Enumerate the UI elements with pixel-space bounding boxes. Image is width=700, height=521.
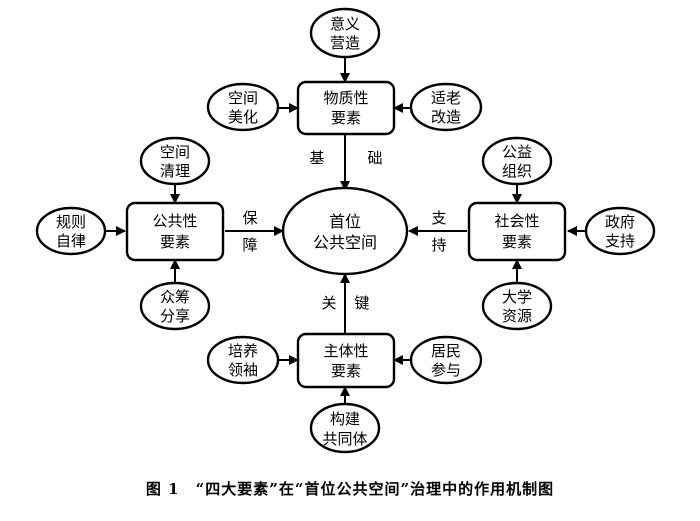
factor-top_right: 适老 改造 (409, 82, 483, 132)
factor-right_bottom: 大学 资源 (481, 281, 553, 331)
factor-left_left: 规则 自律 (35, 206, 107, 256)
factor-right_right-line-1: 政府 (605, 213, 635, 231)
element-top-line-1: 物质性 (323, 89, 368, 107)
edge-label-left-1: 保 (242, 209, 257, 227)
figure-caption: 图 1 “四大要素”在“首位公共空间”治理中的作用机制图 (145, 480, 555, 498)
center-line-2: 公共空间 (313, 233, 377, 252)
factor-top_left-line-1: 空间 (228, 89, 258, 107)
factor-left_top-line-1: 空间 (160, 143, 190, 161)
edge-label-right-2: 持 (431, 236, 446, 254)
factor-bottom_left-line-2: 领袖 (228, 361, 258, 379)
factor-left_bottom-line-2: 分享 (160, 307, 190, 325)
factor-bottom_right-line-1: 居民 (431, 342, 461, 360)
factor-left_left-line-2: 自律 (56, 232, 86, 250)
element-bottom: 主体性 要素 (296, 332, 396, 389)
element-right: 社会性 要素 (467, 201, 567, 262)
edge-label-bottom-1: 关 (321, 294, 336, 312)
factor-top_right-line-1: 适老 (431, 89, 461, 107)
factor-bottom_bottom-line-2: 共同体 (322, 430, 367, 448)
factor-right_right: 政府 支持 (584, 206, 656, 256)
factor-left_bottom: 众筹 分享 (139, 281, 211, 331)
factor-right_bottom-line-2: 资源 (502, 307, 532, 325)
element-left: 公共性 要素 (125, 201, 225, 262)
element-left-line-1: 公共性 (152, 212, 197, 230)
center-line-1: 首位 (329, 212, 361, 231)
factor-right_right-line-2: 支持 (605, 232, 635, 250)
edge-labels: 基 础 保 障 支 持 关 键 (242, 149, 446, 312)
factor-top_top-line-2: 营造 (330, 34, 360, 52)
element-right-line-2: 要素 (502, 233, 532, 251)
factor-right_top-line-2: 组织 (502, 162, 532, 180)
edge-label-right-1: 支 (431, 209, 446, 227)
factor-left_left-line-1: 规则 (56, 213, 86, 231)
element-bottom-line-2: 要素 (331, 362, 361, 380)
factor-left_bottom-line-1: 众筹 (160, 288, 190, 306)
element-left-line-2: 要素 (160, 233, 190, 251)
edges (104, 58, 586, 405)
factor-top_right-line-2: 改造 (431, 108, 461, 126)
center-node: 首位 公共空间 (281, 186, 409, 276)
element-bottom-line-1: 主体性 (323, 342, 368, 360)
edge-label-top-2: 础 (367, 149, 382, 167)
edge-label-left-2: 障 (242, 236, 257, 254)
factor-top_top: 意义 营造 (309, 7, 381, 59)
factor-right_bottom-line-1: 大学 (502, 288, 532, 306)
factor-right_top-line-1: 公益 (502, 143, 532, 161)
factor-right_top: 公益 组织 (481, 136, 553, 186)
edge-label-bottom-2: 键 (354, 294, 369, 312)
element-right-line-1: 社会性 (494, 212, 539, 230)
factor-left_top: 空间 清理 (139, 136, 211, 186)
factor-left_top-line-2: 清理 (160, 162, 190, 180)
factor-bottom_bottom: 构建 共同体 (309, 402, 381, 454)
factor-top_left: 空间 美化 (206, 82, 280, 132)
factor-bottom_right-line-2: 参与 (431, 361, 461, 379)
factor-bottom_bottom-line-1: 构建 (330, 410, 360, 428)
factor-bottom_left: 培养 领袖 (206, 335, 280, 385)
element-top: 物质性 要素 (296, 80, 396, 136)
factor-top_top-line-1: 意义 (330, 15, 360, 33)
element-top-line-2: 要素 (331, 109, 361, 127)
factor-bottom_right: 居民 参与 (409, 335, 483, 385)
factor-bottom_left-line-1: 培养 (228, 342, 258, 360)
factor-top_left-line-2: 美化 (228, 108, 258, 126)
edge-label-top-1: 基 (309, 149, 324, 167)
